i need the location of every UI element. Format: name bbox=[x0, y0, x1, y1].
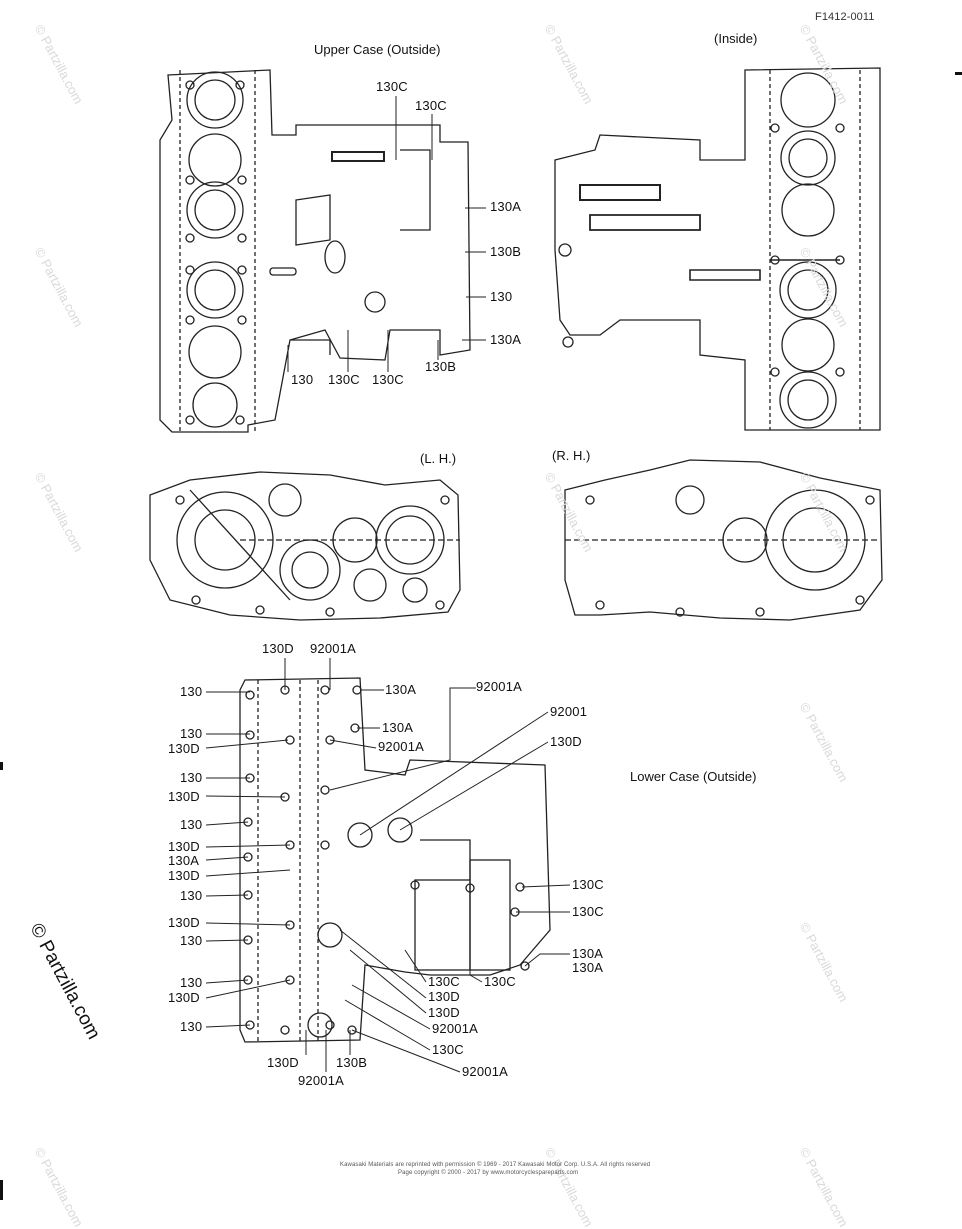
callout-label: 130C bbox=[572, 877, 604, 892]
callout-label: 130 bbox=[180, 888, 203, 903]
callout-label: 130C bbox=[484, 974, 516, 989]
footer-page-copyright: Page copyright © 2000 - 2017 by www.moto… bbox=[398, 1170, 579, 1176]
callout-label: 92001A bbox=[298, 1073, 345, 1088]
callout-label: 130C bbox=[376, 79, 408, 94]
callout-label: 130D bbox=[168, 915, 200, 930]
callout-label: 130D bbox=[168, 990, 200, 1005]
figure-code: F1412-0011 bbox=[815, 11, 875, 23]
edge-mark bbox=[955, 72, 962, 75]
callout-label: 130 bbox=[180, 933, 203, 948]
edge-mark bbox=[0, 1180, 3, 1200]
callout-label: 130A bbox=[168, 853, 200, 868]
callout-label: 130 bbox=[180, 684, 203, 699]
callout-label: 130D bbox=[428, 1005, 460, 1020]
callout-label: 130 bbox=[291, 372, 314, 387]
callout-label: 130C bbox=[415, 98, 447, 113]
callout-label: 130A bbox=[385, 682, 417, 697]
callout-label: 130D bbox=[428, 989, 460, 1004]
view-title-left-hand: (L. H.) bbox=[420, 451, 457, 466]
view-title-right-hand: (R. H.) bbox=[552, 448, 591, 463]
callout-label: 92001A bbox=[378, 739, 425, 754]
callout-label: 130C bbox=[432, 1042, 464, 1057]
callout-label: 130A bbox=[572, 946, 604, 961]
callout-label: 130 bbox=[490, 289, 513, 304]
callout-label: 130C bbox=[372, 372, 404, 387]
callout-label: 130C bbox=[428, 974, 460, 989]
callout-label: 130D bbox=[168, 839, 200, 854]
callout-label: 130 bbox=[180, 1019, 203, 1034]
callout-label: 130D bbox=[262, 641, 294, 656]
callout-label: 92001A bbox=[310, 641, 357, 656]
leader-lines bbox=[205, 96, 571, 1073]
left-hand-view-drawing bbox=[149, 471, 461, 621]
callout-label: 92001A bbox=[462, 1064, 509, 1079]
callout-label: 130A bbox=[572, 960, 604, 975]
crankcase-line-art bbox=[149, 67, 883, 1073]
callout-label: 130D bbox=[267, 1055, 299, 1070]
callout-label: 92001A bbox=[476, 679, 523, 694]
callout-label: 130B bbox=[490, 244, 522, 259]
lower-case-outside-drawing bbox=[239, 677, 551, 1043]
callout-label: 130D bbox=[168, 741, 200, 756]
view-title-upper-outside: Upper Case (Outside) bbox=[314, 42, 441, 57]
right-hand-view-drawing bbox=[564, 459, 883, 621]
callout-label: 130 bbox=[180, 726, 203, 741]
callout-label: 130 bbox=[180, 975, 203, 990]
callout-label: 92001A bbox=[432, 1021, 479, 1036]
callout-label: 130C bbox=[328, 372, 360, 387]
callout-label: 130B bbox=[336, 1055, 368, 1070]
callout-label: 130A bbox=[490, 199, 522, 214]
callout-label: 130D bbox=[550, 734, 582, 749]
view-title-lower-outside: Lower Case (Outside) bbox=[630, 769, 757, 784]
diagram-page: { "figure_code": "F1412-0011", "views": … bbox=[0, 11, 962, 1229]
view-title-upper-inside: (Inside) bbox=[714, 31, 758, 46]
callout-label: 130D bbox=[168, 789, 200, 804]
callout-label: 92001 bbox=[550, 704, 588, 719]
footer-copyright: Kawasaki Materials are reprinted with pe… bbox=[340, 1162, 651, 1168]
callout-label: 130C bbox=[572, 904, 604, 919]
upper-case-outside-drawing bbox=[159, 69, 471, 433]
callout-label: 130A bbox=[490, 332, 522, 347]
callout-label: 130 bbox=[180, 817, 203, 832]
callout-label: 130B bbox=[425, 359, 457, 374]
callout-label: 130 bbox=[180, 770, 203, 785]
upper-case-inside-drawing bbox=[554, 67, 881, 431]
edge-mark bbox=[0, 762, 3, 770]
callout-label: 130D bbox=[168, 868, 200, 883]
callout-label: 130A bbox=[382, 720, 414, 735]
